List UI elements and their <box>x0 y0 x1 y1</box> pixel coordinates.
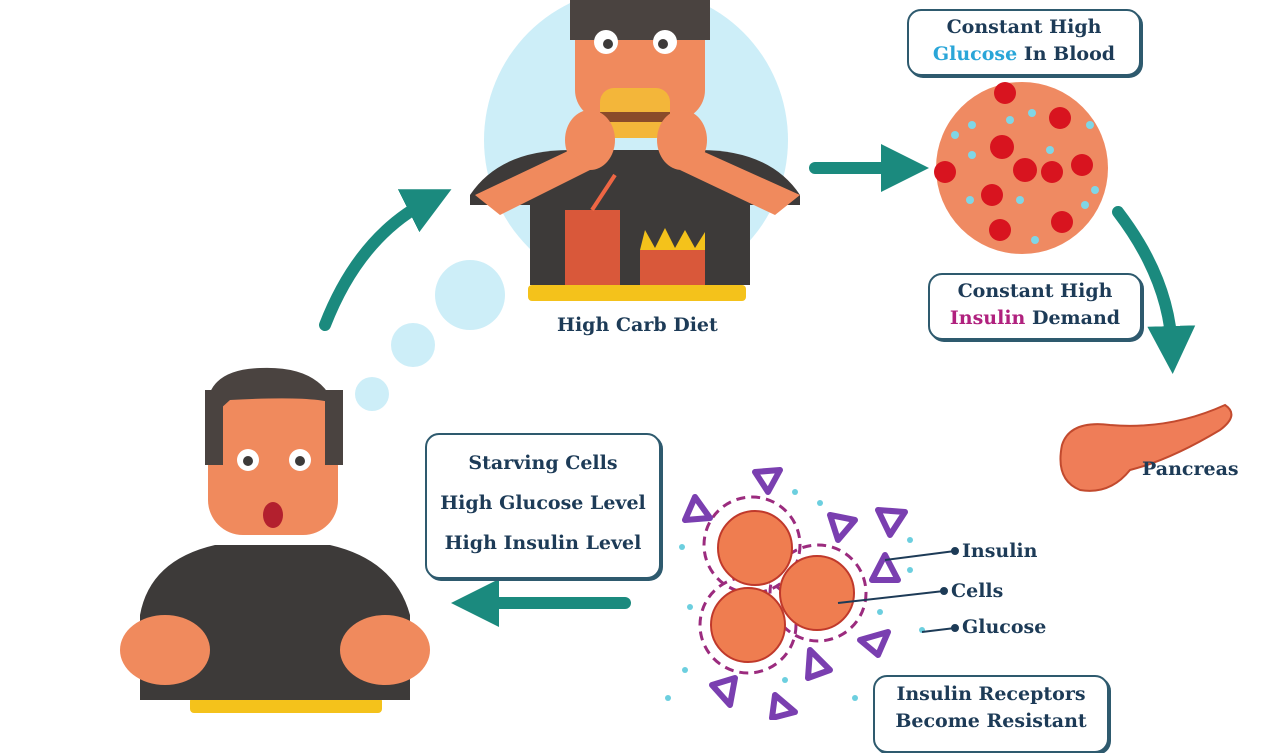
glucose-highlight: Glucose <box>932 43 1018 65</box>
arrow-to-pancreas <box>1112 206 1196 374</box>
box-line: Insulin Receptors <box>896 683 1086 705</box>
starving-cells-box: Starving Cells High Glucose Level High I… <box>425 433 661 579</box>
infographic-illustration <box>120 0 1233 720</box>
label-pancreas: Pancreas <box>1142 458 1239 480</box>
thought-bubble <box>435 260 505 330</box>
box-line: Become Resistant <box>895 710 1087 732</box>
thought-bubble <box>391 323 435 367</box>
thought-bubble <box>355 377 389 411</box>
insulin-receptors-box: Insulin Receptors Become Resistant <box>873 675 1109 753</box>
arrow-to-diet <box>319 189 452 331</box>
box-line: Starving Cells <box>468 452 618 474</box>
blood-sample-illustration <box>934 82 1108 254</box>
shocked-man-illustration <box>120 367 430 713</box>
box-line: Insulin Demand <box>930 305 1140 332</box>
eating-man-illustration <box>470 0 800 301</box>
label-cells: Cells <box>951 580 1004 602</box>
box-text: In Blood <box>1017 43 1116 65</box>
label-insulin: Insulin <box>962 540 1038 562</box>
insulin-highlight: Insulin <box>949 307 1026 329</box>
label-high-carb-diet: High Carb Diet <box>557 314 718 336</box>
label-glucose: Glucose <box>962 616 1047 638</box>
box-line: High Glucose Level <box>440 492 646 514</box>
cells-illustration <box>665 467 959 720</box>
insulin-demand-box: Constant High Insulin Demand <box>928 273 1142 340</box>
box-line: High Insulin Level <box>444 532 642 554</box>
box-text: Demand <box>1025 307 1121 329</box>
box-line: Constant High <box>946 16 1102 38</box>
pancreas-illustration <box>1059 403 1233 492</box>
glucose-in-blood-box: Constant High Glucose In Blood <box>907 9 1141 76</box>
box-line: Glucose In Blood <box>909 41 1139 68</box>
box-line: Constant High <box>957 280 1113 302</box>
